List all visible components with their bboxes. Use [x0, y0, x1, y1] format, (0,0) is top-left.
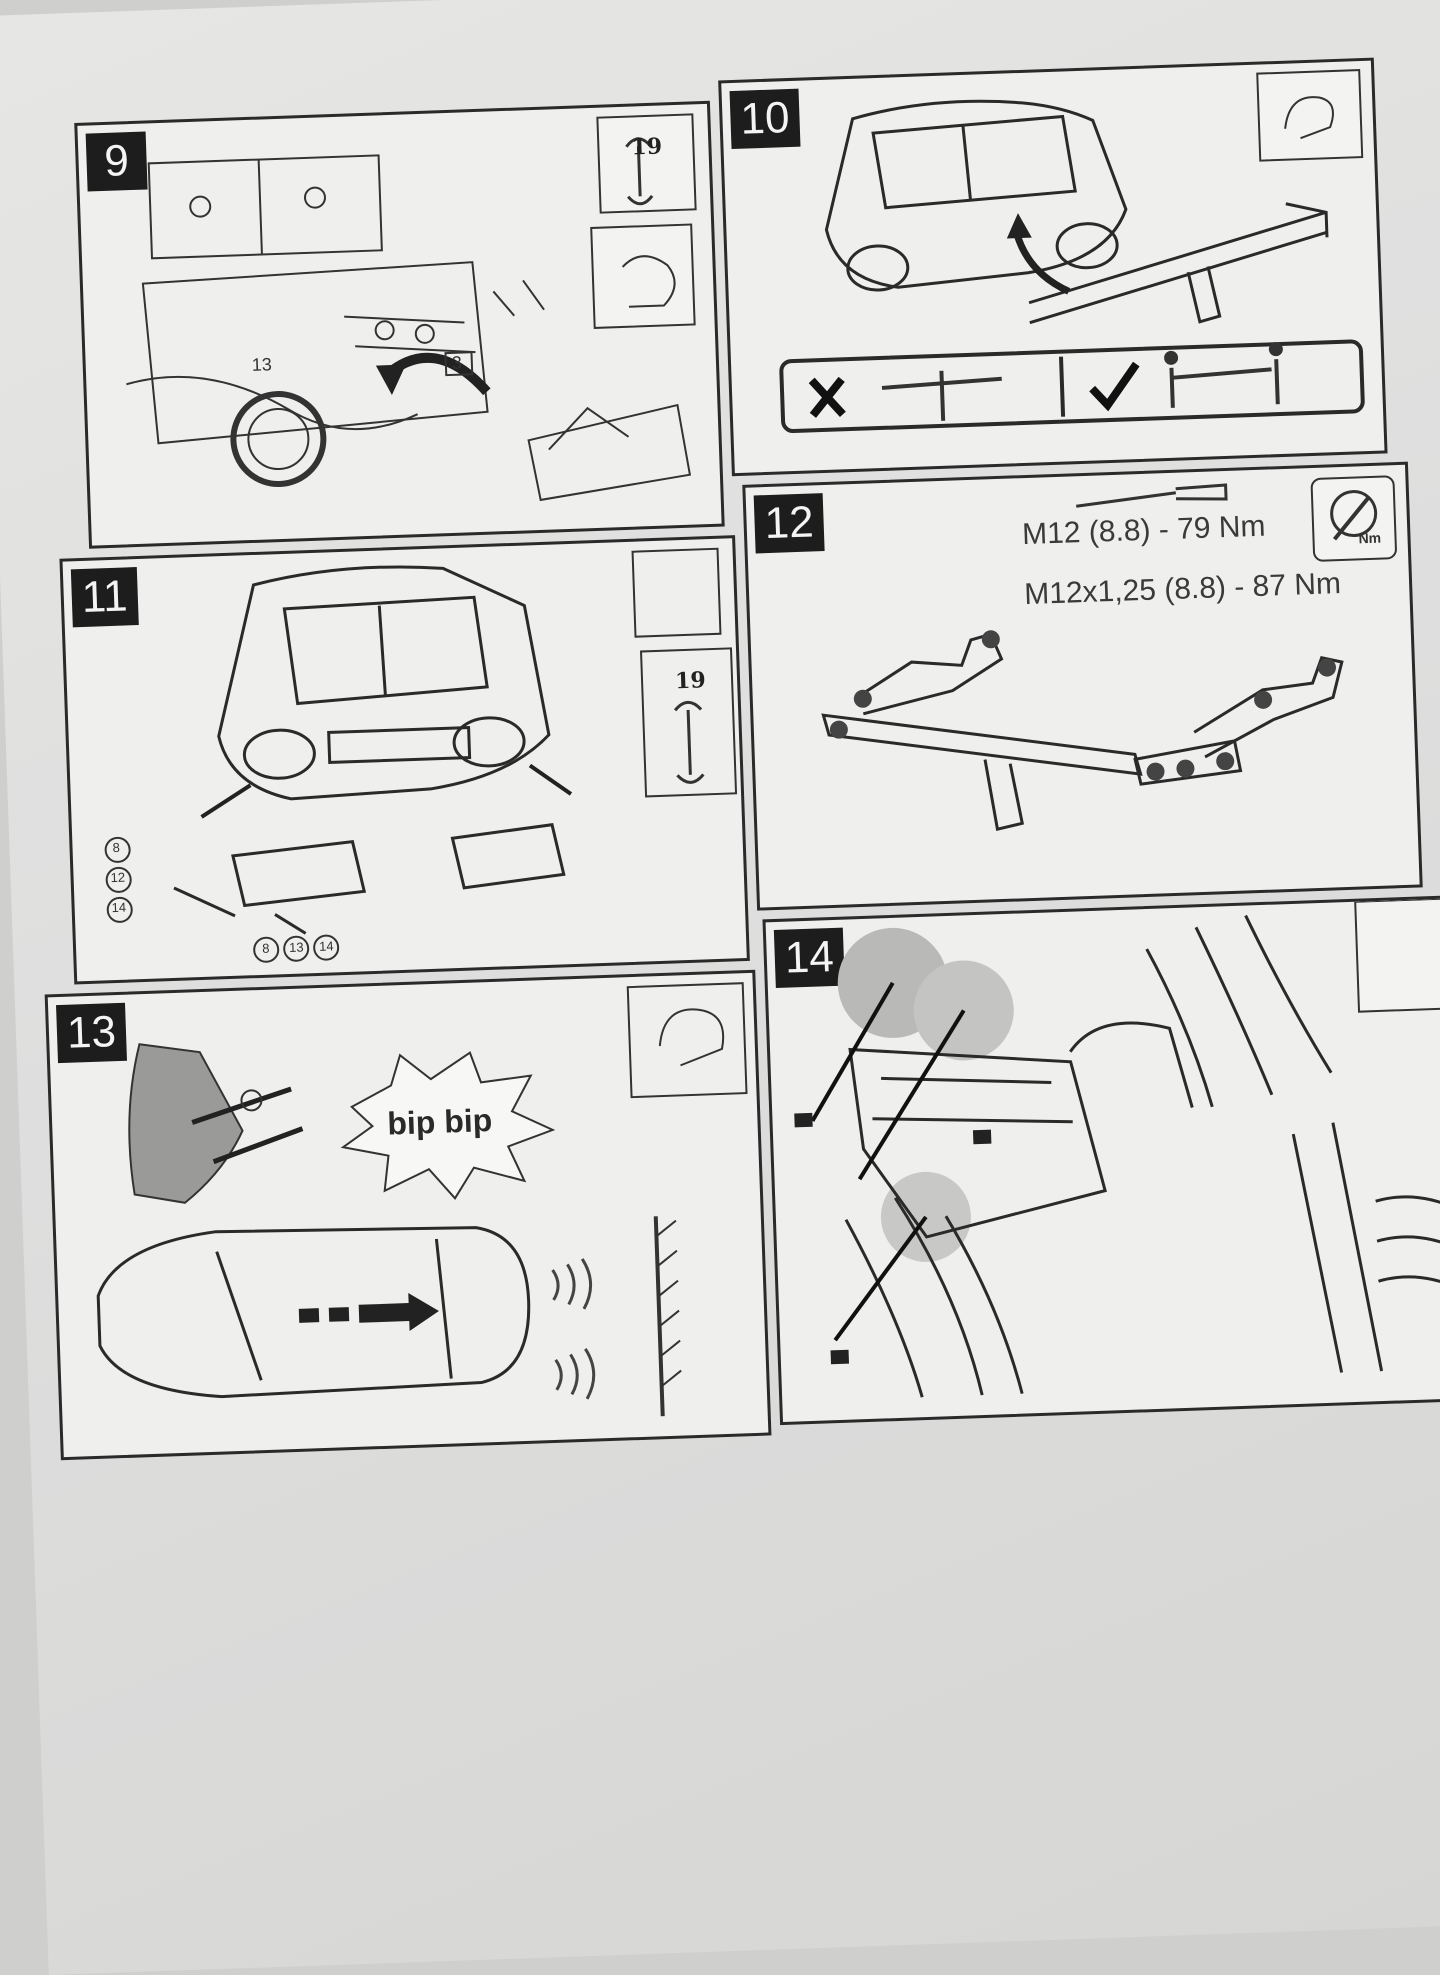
torque-wrench-icon: Nm: [1310, 475, 1398, 562]
step-12-panel: 12 M12 (8.8) - 79 Nm M12x1,25 (8.8) - 87…: [742, 461, 1423, 911]
step-14-illustration: [794, 898, 1440, 1398]
wrench-size-label: 19: [630, 133, 663, 161]
hand-tighten-icon: [1256, 69, 1364, 162]
bolt-label: 8: [261, 940, 270, 956]
step-9-illustration: [126, 113, 697, 502]
bolt-label: 12: [110, 869, 126, 886]
circle-label: 13: [251, 354, 273, 375]
step-9-panel: 9 19 3: [74, 100, 725, 549]
wrench-size-label: 19: [674, 667, 707, 695]
step-11-illustration: [104, 547, 738, 963]
bolt-label: 8: [112, 839, 121, 856]
step-12-illustration: [821, 483, 1344, 832]
part-label: 3: [451, 352, 463, 373]
beep-sound-text: bip bip: [386, 1102, 493, 1142]
step-11-panel: 11 19 8 12 14 8: [59, 535, 750, 985]
step-14-panel: 14: [762, 895, 1440, 1426]
step-10-panel: 10: [718, 57, 1388, 477]
bolt-label: 13: [288, 939, 304, 955]
instruction-sheet: 9 19 3: [44, 57, 1440, 1461]
bolt-label: 14: [111, 899, 127, 916]
step-13-panel: 13 bip bip: [44, 969, 772, 1461]
step-13-illustration: [96, 982, 748, 1417]
bolt-label: 14: [318, 938, 334, 954]
step-10-illustration: [779, 99, 1365, 434]
